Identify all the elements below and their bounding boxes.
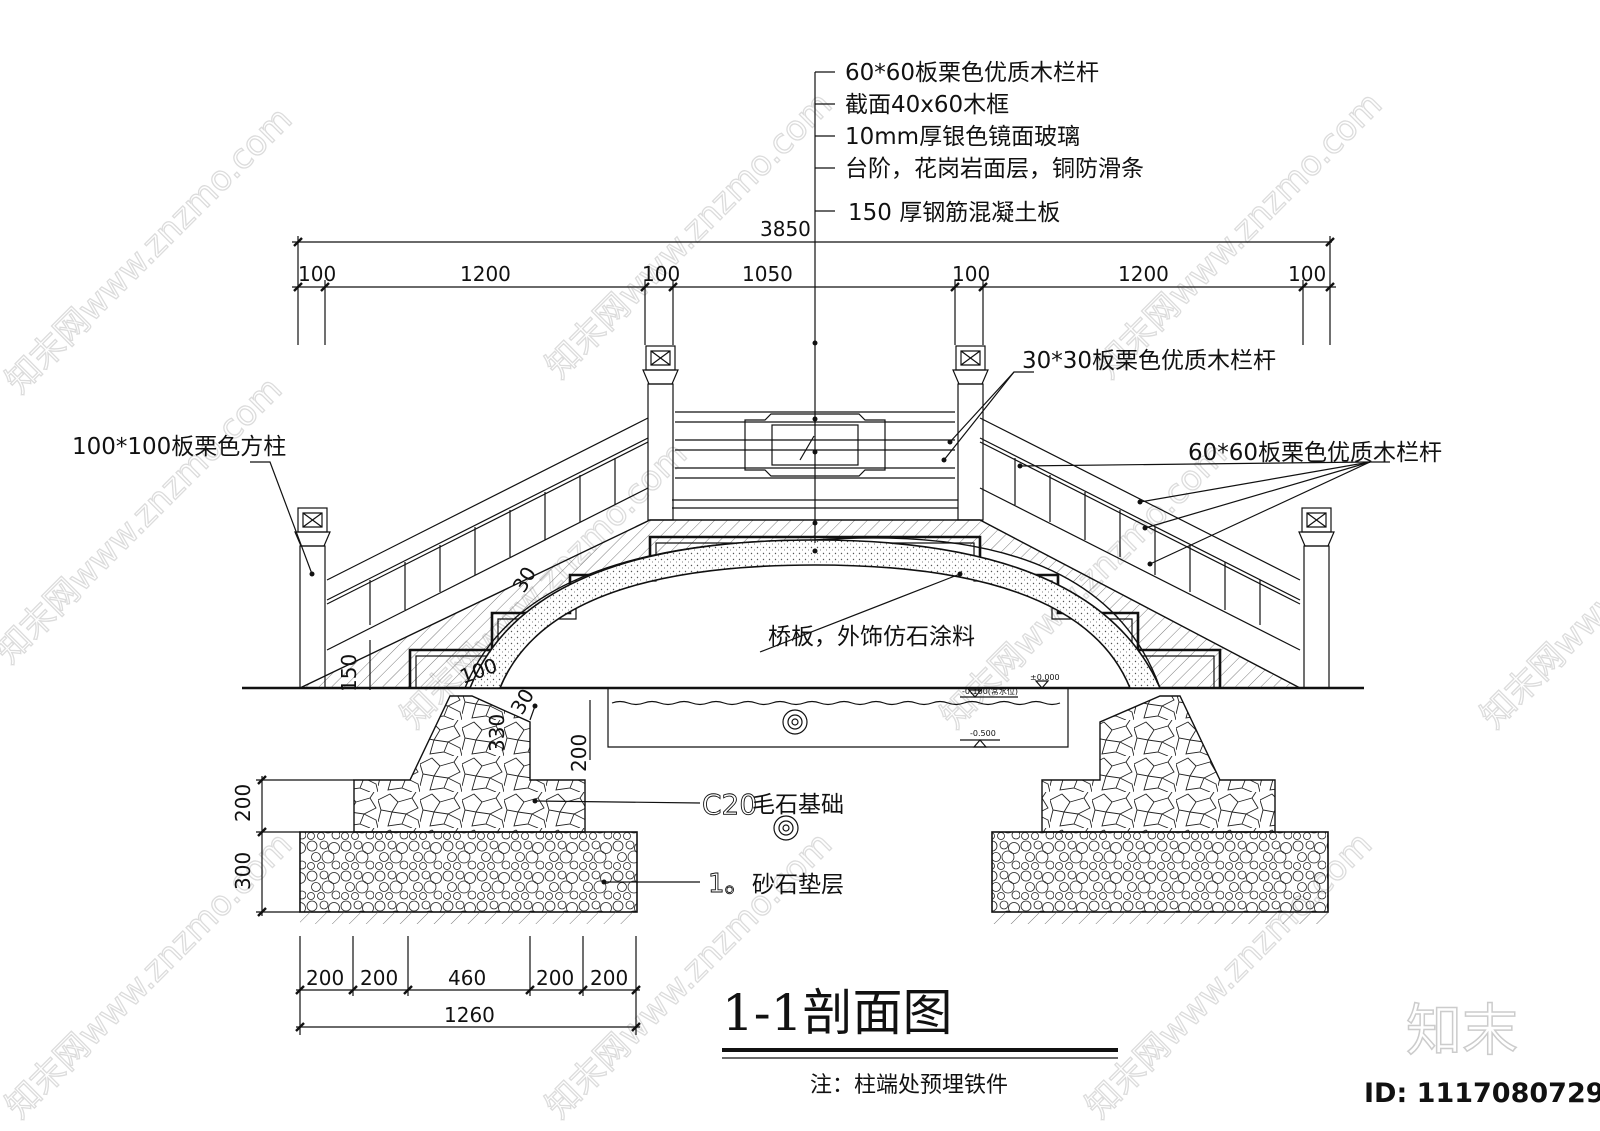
watermark: 知末网www.znzmo.com	[0, 99, 300, 401]
post-mid-right	[952, 345, 989, 521]
watermark: 知末网www.znzmo.com	[1088, 84, 1390, 386]
dim-total: 3850	[760, 217, 811, 241]
dim-top-1: 100	[298, 262, 336, 286]
post-left	[294, 507, 331, 689]
dim-vertical-1: 200	[231, 784, 255, 822]
railing-right	[979, 417, 1301, 651]
id-label: ID: 1117080729	[1364, 1078, 1600, 1109]
dim-slope-2: 150	[337, 654, 361, 692]
label-slab: 150 厚钢筋混凝土板	[848, 200, 1060, 226]
label-small-rail: 30*30板栗色优质木栏杆	[1022, 348, 1276, 374]
label-post: 100*100板栗色方柱	[72, 434, 286, 460]
water-channel: -0.100(常水位) ±0.000 -0.500	[560, 673, 1069, 841]
label-bridge-slab: 桥板，外饰仿石涂料	[768, 624, 975, 650]
dim-top-6: 1200	[1118, 262, 1169, 286]
dim-slope-4: 330	[485, 714, 509, 752]
dim-top-5: 100	[952, 262, 990, 286]
label-foundation-prefix: C20	[702, 788, 757, 821]
dimension-lines	[256, 236, 1336, 1035]
dim-bottom-total: 1260	[444, 1003, 495, 1027]
dim-top-3: 100	[642, 262, 680, 286]
dim-bottom-5: 200	[590, 966, 628, 990]
label-glass: 10mm厚银色镜面玻璃	[845, 124, 1080, 150]
label-gravel: 砂石垫层	[752, 872, 844, 898]
post-mid-left	[642, 345, 679, 521]
dim-bottom-3: 460	[448, 966, 486, 990]
label-rail-top: 60*60板栗色优质木栏杆	[845, 60, 1099, 86]
label-steps: 台阶，花岗岩面层，铜防滑条	[845, 156, 1144, 182]
arch-slab-texture	[468, 539, 1162, 689]
bridge-body	[299, 519, 1301, 689]
watermark: 知末网www.znzmo.com	[1473, 434, 1600, 736]
dim-top-2: 1200	[460, 262, 511, 286]
dim-top-7: 100	[1288, 262, 1326, 286]
drawing-title: 1-1剖面图	[722, 984, 953, 1042]
watermark: 知末网www.znzmo.com	[0, 369, 290, 671]
drawing-note: 注：柱端处预埋铁件	[810, 1073, 1008, 1098]
dim-bottom-2: 200	[360, 966, 398, 990]
water-level-label: -0.100(常水位)	[962, 686, 1018, 696]
post-right	[1298, 507, 1335, 689]
dim-vertical-center: 200	[567, 734, 591, 772]
dim-bottom-1: 200	[306, 966, 344, 990]
zero-level-label: ±0.000	[1030, 673, 1060, 682]
watermark: 知末网www.znzmo.com	[0, 824, 300, 1126]
label-frame: 截面40x60木框	[845, 92, 1009, 118]
foundation-left	[299, 695, 638, 924]
dim-vertical-2: 300	[231, 852, 255, 890]
dim-top-4: 1050	[742, 262, 793, 286]
railing-left	[326, 417, 649, 651]
bottom-level-label: -0.500	[970, 729, 996, 738]
label-foundation: 毛石基础	[752, 792, 844, 818]
label-right-rail: 60*60板栗色优质木栏杆	[1188, 440, 1442, 466]
leader-lines	[250, 71, 1390, 885]
brand-logo: 知末	[1406, 999, 1518, 1064]
foundation-right	[991, 695, 1329, 924]
dim-bottom-4: 200	[536, 966, 574, 990]
label-gravel-prefix: 1。	[708, 869, 751, 899]
